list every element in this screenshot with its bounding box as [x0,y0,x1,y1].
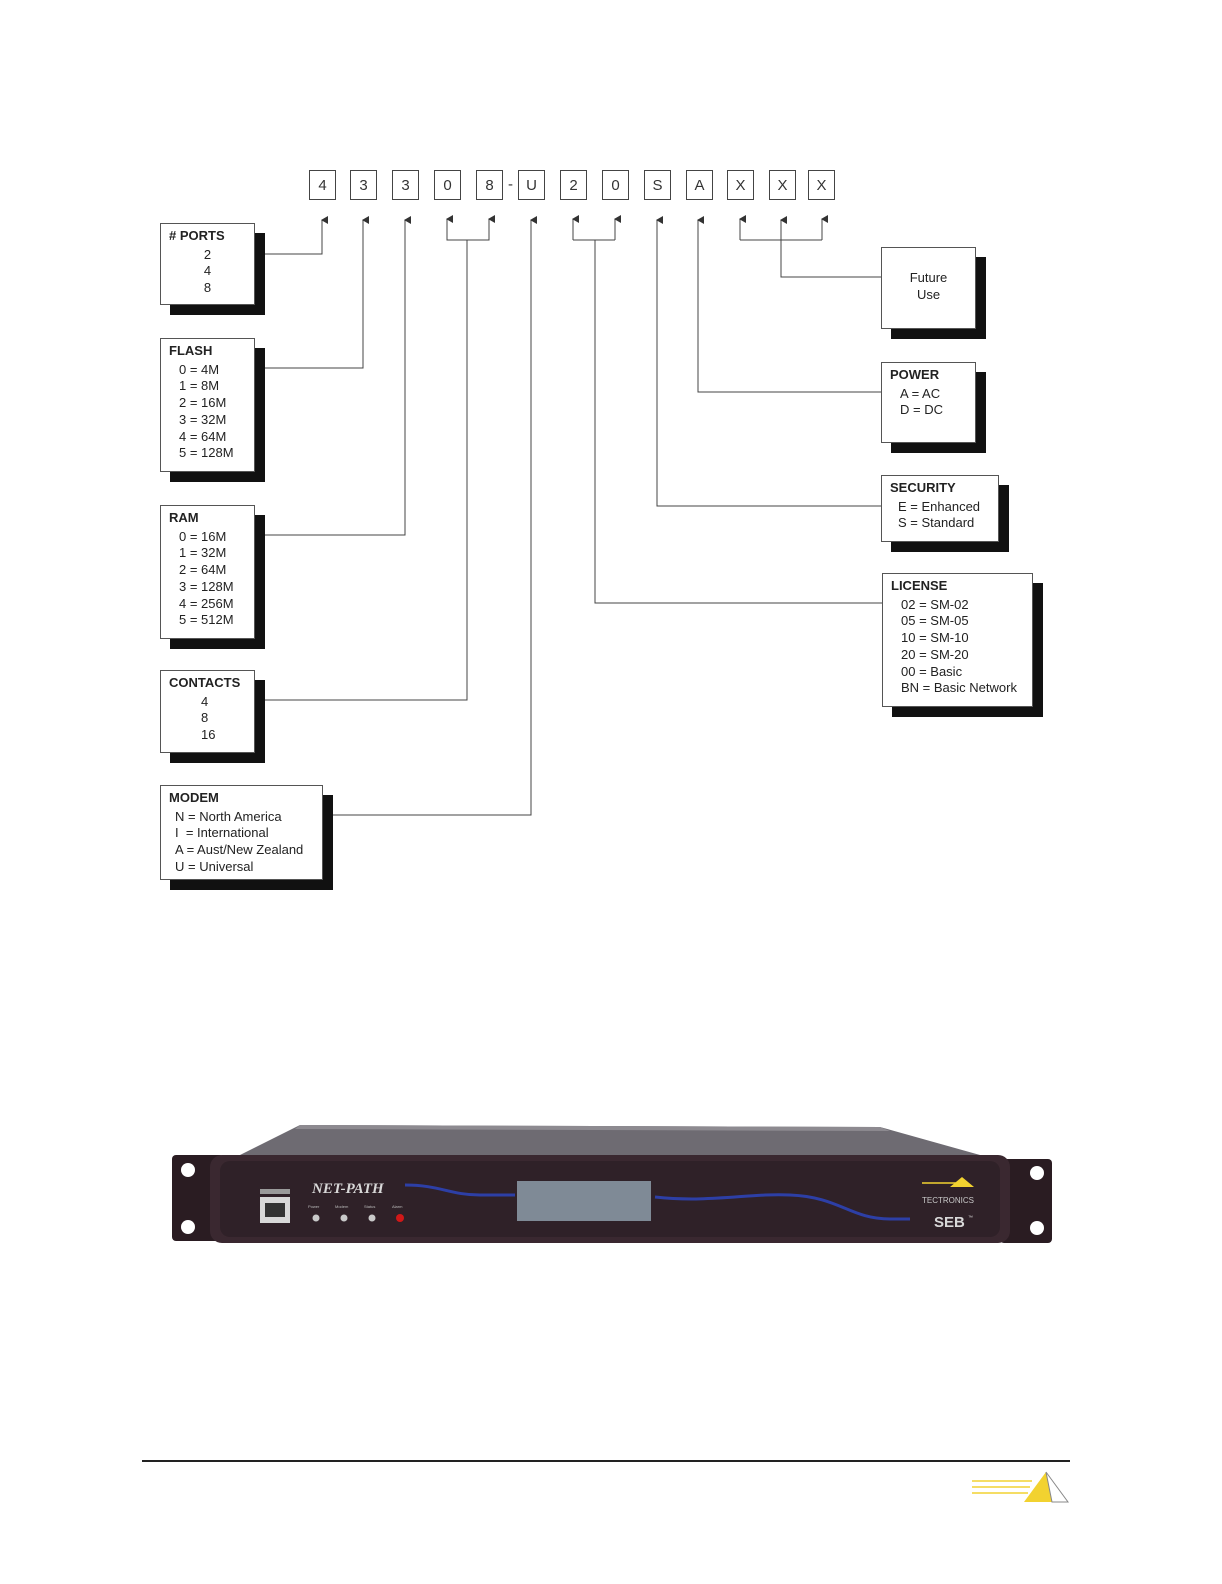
code-digit-contacts-1: 0 [434,170,461,200]
power-box: POWER A = AC D = DC [881,362,976,443]
security-title: SECURITY [890,480,956,495]
device-brand: NET-PATH [311,1181,385,1197]
led-power [312,1214,320,1222]
code-digit-future-2: X [769,170,796,200]
ports-title: # PORTS [169,228,225,243]
code-digit-modem: U [518,170,545,200]
blue-trace [404,1183,515,1197]
contacts-option: 16 [201,727,216,743]
security-box: SECURITY E = Enhanced S = Standard [881,475,999,542]
modem-box: MODEM N = North America I = Internationa… [160,785,323,880]
led-modem [340,1214,348,1222]
ram-option: 5 = 512M [179,612,234,628]
license-connector [594,240,882,604]
code-digit-future-1: X [727,170,754,200]
security-option: E = Enhanced [898,498,981,514]
code-digit-contacts-2: 8 [476,170,503,200]
modem-option: I = International [175,825,269,841]
code-digit-ram: 3 [392,170,419,200]
security-option: S = Standard [898,515,975,531]
modem-option: U = Universal [175,858,254,874]
code-digit-power: A [686,170,713,200]
contacts-connector [255,240,468,701]
ports-option: 2 [203,246,212,262]
modem-option: A = Aust/New Zealand [175,842,304,858]
led-label: Modem [335,1204,349,1209]
license-option: 00 = Basic [901,663,963,679]
led-alarm [396,1214,404,1222]
flash-option: 1 = 8M [179,378,220,394]
led-status [368,1214,376,1222]
ram-box: RAM 0 = 16M 1 = 32M 2 = 64M 3 = 128M 4 =… [160,505,255,639]
ports-option: 8 [203,280,212,296]
led-label: Alarm [392,1204,403,1209]
footer-logo-icon [972,1471,1069,1503]
license-option: 10 = SM-10 [901,630,969,646]
code-digit-license-1: 2 [560,170,587,200]
contacts-title: CONTACTS [169,675,241,690]
flash-option: 3 = 32M [179,411,227,427]
ports-box: # PORTS 2 4 8 [160,223,255,305]
contacts-option: 8 [201,710,209,726]
future-use-text: Future [909,270,948,285]
ram-option: 3 = 128M [179,578,234,594]
device-model: SEB [934,1214,965,1231]
ports-connector [255,216,328,255]
future-use-text: Use [916,286,941,302]
license-title: LICENSE [891,578,948,593]
contacts-option: 4 [201,693,209,709]
maker-logo-icon [950,1177,974,1187]
trademark-mark: ™ [968,1215,973,1221]
contacts-bracket [446,220,490,241]
device-maker: TECTRONICS [922,1196,974,1205]
ram-option: 4 = 256M [179,595,234,611]
code-digit-future-3: X [808,170,835,200]
ram-option: 1 = 32M [179,545,227,561]
footer-rule [142,1460,1070,1462]
license-option: 02 = SM-02 [901,596,969,612]
flash-option: 0 = 4M [179,361,220,377]
chassis-top [240,1125,980,1155]
future-use-box: Future Use [881,247,976,329]
modem-option: N = North America [175,808,282,824]
led-label: Power [308,1204,320,1209]
lcd-display [517,1181,651,1221]
power-option: A = AC [900,385,941,401]
license-option: 05 = SM-05 [901,613,969,629]
license-option: 20 = SM-20 [901,646,969,662]
license-option: BN = Basic Network [901,680,1017,696]
flash-title: FLASH [169,343,213,358]
power-connector [697,216,881,393]
flash-connector [255,216,369,369]
ram-option: 0 = 16M [179,528,227,544]
ports-option: 4 [203,263,212,279]
security-connector [656,216,881,507]
connector-lines [255,215,882,816]
code-digit-license-2: 0 [602,170,629,200]
ram-option: 2 = 64M [179,562,227,578]
power-option: D = DC [900,402,943,418]
modem-title: MODEM [169,790,219,805]
ram-title: RAM [169,510,199,525]
device-photo: Power Modem Status Alarm NET-PATH TECTRO… [172,1125,1052,1243]
code-digit-security: S [644,170,671,200]
code-digit-ports: 4 [309,170,336,200]
code-separator: - [508,176,513,193]
future-connector [780,216,881,278]
modem-connector [323,216,537,816]
power-title: POWER [890,367,940,382]
flash-option: 5 = 128M [179,445,234,461]
flash-box: FLASH 0 = 4M 1 = 8M 2 = 16M 3 = 32M 4 = … [160,338,255,472]
flash-option: 2 = 16M [179,395,227,411]
contacts-box: CONTACTS 4 8 16 [160,670,255,753]
code-digit-flash: 3 [350,170,377,200]
led-label: Status [364,1204,375,1209]
flash-option: 4 = 64M [179,428,227,444]
ram-connector [255,216,411,536]
license-box: LICENSE 02 = SM-02 05 = SM-05 10 = SM-10… [882,573,1033,707]
